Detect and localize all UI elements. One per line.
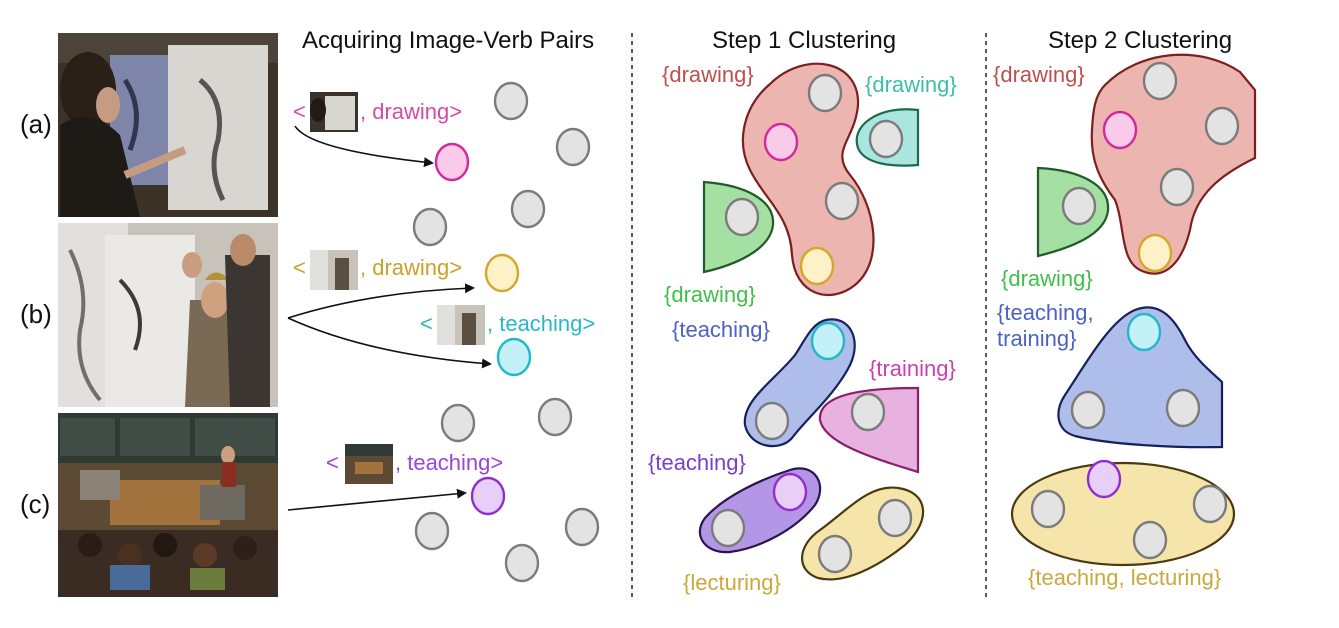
step2-cluster-drawing-red	[1090, 53, 1257, 275]
heading-acquiring-pairs: Acquiring Image-Verb Pairs	[302, 27, 594, 54]
pair-tag-c: < , teaching>	[326, 444, 503, 484]
arrow-a	[294, 125, 434, 168]
node-drawing-a	[434, 142, 470, 182]
step1-label-training: {training}	[869, 356, 956, 381]
node	[510, 189, 546, 229]
pair-tag-a: < , drawing>	[293, 92, 462, 132]
step1-cluster-teaching-purple	[698, 467, 822, 554]
arrow-b-drawing	[287, 283, 475, 319]
pair-tag-b1: < , drawing>	[293, 250, 462, 290]
arrow-b-teaching	[287, 317, 492, 369]
node	[564, 507, 600, 547]
pair-tag-c-verb: , teaching>	[395, 450, 503, 475]
node	[537, 397, 573, 437]
pair-thumb-b1	[310, 250, 358, 290]
pair-tag-b1-verb: , drawing>	[360, 255, 462, 280]
node	[493, 81, 529, 121]
pair-thumb-a	[310, 92, 358, 132]
photo-a	[58, 33, 278, 217]
node	[504, 543, 540, 583]
pair-tag-b2-verb: , teaching>	[487, 311, 595, 336]
photo-b	[58, 223, 278, 407]
node-teaching-c	[470, 476, 506, 516]
step1-label-teaching-purple: {teaching}	[648, 450, 746, 475]
step2-cluster-teaching-lecturing	[1010, 459, 1236, 567]
arrow-c	[287, 488, 467, 511]
step1-cluster-teaching-blue	[743, 318, 856, 448]
pair-thumb-c	[345, 444, 393, 484]
pair-tag-b1-open: <	[293, 255, 306, 280]
photo-c	[58, 413, 278, 597]
row-label-b: (b)	[20, 299, 52, 329]
pair-thumb-b2	[437, 305, 485, 345]
step1-label-drawing-teal: {drawing}	[865, 72, 957, 97]
pair-space-nodes	[412, 81, 600, 583]
row-label-c: (c)	[20, 489, 50, 519]
heading-step2: Step 2 Clustering	[1048, 27, 1232, 54]
step1-cluster-drawing-teal	[855, 108, 920, 167]
node	[414, 511, 450, 551]
step2-cluster-drawing-green	[1036, 166, 1110, 258]
node	[440, 403, 476, 443]
step1-cluster-drawing-red	[741, 62, 875, 297]
pair-tag-b2: < , teaching>	[420, 305, 595, 345]
step2-cluster-teaching-training	[1057, 306, 1224, 449]
row-label-a: (a)	[20, 109, 52, 139]
node-teaching-b	[496, 337, 532, 377]
heading-step1: Step 1 Clustering	[712, 27, 896, 54]
step1-label-drawing-green: {drawing}	[664, 282, 756, 307]
pair-tag-b2-open: <	[420, 311, 433, 336]
step2-label-teaching-training-line1: {teaching,	[997, 300, 1094, 325]
step2-label-teaching-training-line2: training}	[997, 326, 1077, 351]
pair-tag-c-open: <	[326, 450, 339, 475]
step1-label-drawing-red: {drawing}	[662, 62, 754, 87]
node	[412, 207, 448, 247]
step2-label-teaching-lecturing: {teaching, lecturing}	[1028, 565, 1221, 590]
step1-cluster-drawing-green	[702, 180, 775, 274]
step1-label-teaching-blue: {teaching}	[672, 317, 770, 342]
step2-label-drawing-red: {drawing}	[993, 62, 1085, 87]
step2-label-drawing-green: {drawing}	[1001, 266, 1093, 291]
pair-tag-a-open: <	[293, 99, 306, 124]
node-drawing-b	[484, 253, 520, 293]
node	[555, 127, 591, 167]
step1-cluster-training	[818, 386, 920, 474]
pair-tag-a-verb: , drawing>	[360, 99, 462, 124]
step1-cluster-lecturing	[801, 486, 924, 581]
step1-label-lecturing: {lecturing}	[683, 570, 781, 595]
